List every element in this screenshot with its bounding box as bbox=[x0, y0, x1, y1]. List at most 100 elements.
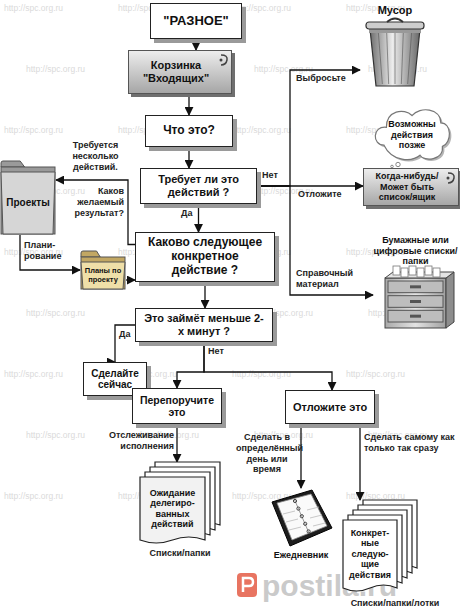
planner-line bbox=[289, 527, 301, 530]
node-text: Это займёт меньше 2-х минут ? bbox=[142, 312, 266, 337]
text-area: Ежедневник bbox=[268, 548, 334, 562]
logo-icon-mark bbox=[243, 578, 253, 592]
planner-ring bbox=[307, 530, 310, 533]
text-area: Ожидание делегиро- ванных действий bbox=[143, 480, 202, 537]
cabinet-side bbox=[446, 272, 454, 328]
watermark-text: http://spc.org.ru bbox=[26, 309, 85, 318]
file-folder-tab bbox=[409, 266, 416, 275]
node-text: Ожидание делегиро- ванных действий bbox=[143, 488, 202, 529]
watermark-text: http://spc.org.ru bbox=[4, 370, 63, 379]
process-box: Каково следующее конкретное действие ? bbox=[135, 232, 275, 282]
filing-cabinet-drawing bbox=[373, 270, 458, 330]
drawer-handle bbox=[410, 315, 421, 318]
edge-label: Выбросьте bbox=[296, 73, 358, 84]
logo-icon-shape bbox=[237, 573, 257, 597]
can-rib bbox=[395, 32, 396, 84]
file-folder-tab bbox=[417, 268, 424, 277]
planner-ring bbox=[293, 499, 296, 502]
planner-pages bbox=[277, 494, 327, 540]
document-stack: Ожидание делегиро- ванных действий bbox=[140, 462, 220, 544]
file-folder-tab bbox=[433, 268, 440, 277]
connector-arrow bbox=[198, 204, 199, 232]
node-text: Отложите это bbox=[293, 401, 367, 414]
branch-label: Нет bbox=[208, 346, 224, 357]
connector-arrow bbox=[359, 424, 360, 500]
node-text: Планы по проекту bbox=[82, 267, 124, 284]
node-text: Возможны действия позже bbox=[381, 119, 443, 150]
folder-back bbox=[81, 257, 125, 289]
connector-arrow bbox=[188, 94, 189, 115]
node-text: Требует ли это действий ? bbox=[147, 173, 250, 198]
node-text: Мусор bbox=[378, 4, 413, 17]
file-folder-tab bbox=[401, 268, 408, 277]
someday-tray: Когда-нибудь/ Может быть список/ящик bbox=[363, 168, 459, 206]
edge-label: Плани- рование bbox=[24, 240, 70, 262]
node-text: Проекты bbox=[6, 197, 49, 209]
cloud-outline bbox=[375, 110, 449, 160]
watermark-text: http://spc.org.ru bbox=[254, 65, 313, 74]
connector-arrow bbox=[195, 39, 196, 50]
projects-folder: Проекты bbox=[0, 160, 56, 235]
action-box: Перепоручите это bbox=[132, 388, 222, 424]
node-text: Конкрет- ные следую- щие действия bbox=[346, 528, 394, 580]
logo-icon bbox=[236, 572, 258, 598]
connector-arrow bbox=[177, 342, 204, 388]
text-area: Мусор bbox=[360, 2, 430, 18]
watermark-text: http://spc.org.ru bbox=[346, 370, 405, 379]
text-area: Бумажные или цифровые списки/папки bbox=[373, 232, 458, 270]
planner-drawing bbox=[268, 488, 334, 548]
node-text: Перепоручите это bbox=[136, 394, 218, 418]
edge-label: Каков желаемый результат? bbox=[58, 186, 124, 218]
planner-line bbox=[307, 507, 319, 510]
document-page bbox=[343, 520, 397, 591]
tray-handle-knob bbox=[220, 59, 223, 62]
text-area: Конкрет- ные следую- щие действия bbox=[346, 523, 394, 585]
can-body bbox=[370, 29, 420, 86]
folder-back bbox=[1, 167, 55, 234]
folder-tab bbox=[81, 251, 100, 257]
drawer-handle bbox=[410, 285, 421, 288]
tray-handle-knob bbox=[447, 177, 450, 180]
tray-handle bbox=[445, 171, 457, 185]
branch-label: Нет bbox=[262, 170, 278, 181]
list-caption: Списки/папки/лотки bbox=[340, 598, 450, 609]
process-box: Что это? bbox=[145, 115, 233, 147]
planner-ring bbox=[304, 522, 307, 525]
folder-tab bbox=[1, 161, 25, 167]
planner-ring bbox=[297, 507, 300, 510]
edge-label: Отложите bbox=[298, 189, 360, 200]
can-rib bbox=[378, 32, 382, 84]
planner-ring bbox=[300, 515, 303, 518]
text-area: Планы по проекту bbox=[82, 263, 124, 288]
edge-label: Да bbox=[119, 329, 139, 340]
cabinet-drawer bbox=[388, 296, 443, 308]
watermark-text: http://spc.org.ru bbox=[232, 370, 291, 379]
start-box: "РАЗНОЕ" bbox=[150, 3, 242, 39]
edge-label: Сделать самому как только так сразу bbox=[364, 432, 456, 454]
decision-box: Это займёт меньше 2-х минут ? bbox=[135, 308, 273, 342]
connector-arrow bbox=[20, 235, 80, 270]
node-text: Когда-нибудь/ Может быть список/ящик bbox=[369, 171, 445, 202]
can-rib bbox=[387, 32, 389, 84]
can-rib bbox=[408, 32, 412, 84]
watermark-text: http://spc.org.ru bbox=[4, 492, 63, 501]
filing-cabinet: Бумажные или цифровые списки/папки bbox=[373, 232, 458, 330]
edge-label: Да bbox=[181, 208, 197, 219]
trash-can: Мусор bbox=[360, 2, 430, 87]
edge-label: Сделать в определённый день или время bbox=[236, 432, 298, 475]
folder-front bbox=[81, 262, 125, 289]
tray-handle bbox=[218, 53, 230, 67]
connector-arrow bbox=[176, 424, 177, 462]
planner-line bbox=[313, 523, 325, 526]
action-box: Отложите это bbox=[285, 390, 375, 424]
list-caption: Списки/папки bbox=[140, 548, 220, 559]
edge-label: Справочный материал bbox=[296, 268, 368, 290]
cabinet-drawer bbox=[388, 281, 443, 293]
text-area: Возможны действия позже bbox=[381, 114, 443, 156]
document-page bbox=[140, 477, 205, 543]
node-text: Что это? bbox=[163, 124, 215, 138]
text-area: Проекты bbox=[2, 173, 54, 233]
cabinet-front bbox=[385, 278, 446, 328]
edge-label: Отслеживание исполнения bbox=[96, 430, 174, 452]
